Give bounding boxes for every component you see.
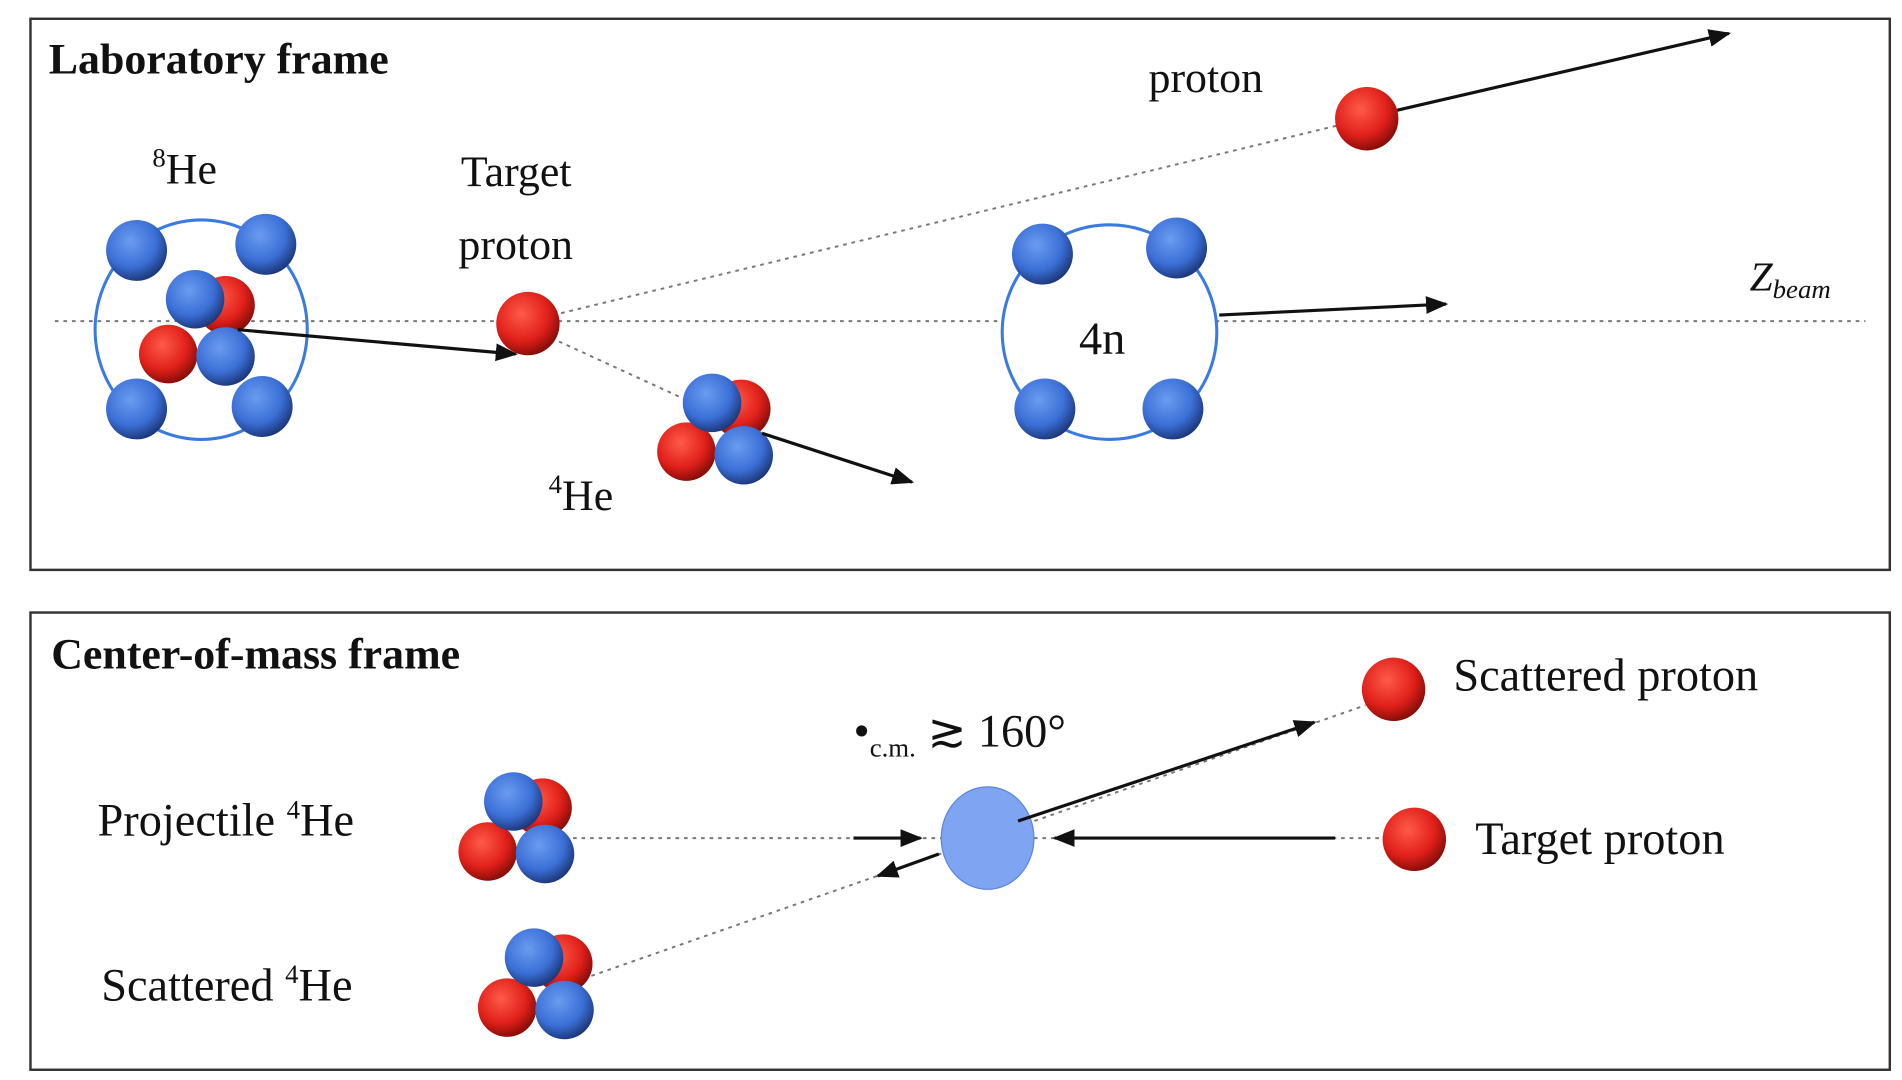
four-n-label: 4n bbox=[1079, 314, 1125, 365]
he4-arrow bbox=[761, 431, 915, 485]
laboratory-frame-panel: Laboratory frame 8He Target proton proto… bbox=[29, 17, 1892, 572]
scattered-proton-arrow bbox=[1017, 720, 1317, 823]
four-n-arrow bbox=[1219, 296, 1449, 317]
lab-frame-title: Laboratory frame bbox=[49, 36, 389, 84]
scattered-he4-arrow bbox=[875, 852, 940, 878]
cm-target-proton-ball bbox=[1382, 807, 1447, 872]
target-proton-ball bbox=[496, 291, 560, 356]
collision-region bbox=[940, 786, 1035, 890]
scattered-he4-nucleus bbox=[477, 928, 594, 1040]
he4-trajectory bbox=[527, 326, 720, 416]
target-proton-label-line1: Target bbox=[461, 148, 572, 196]
he4-label: 4He bbox=[549, 469, 614, 520]
cm-target-proton-label: Target proton bbox=[1475, 814, 1724, 865]
projectile-he4-label: Projectile 4He bbox=[98, 795, 355, 847]
center-of-mass-frame-panel: Center-of-mass frame Projectile 4He Scat… bbox=[29, 611, 1892, 1071]
z-beam-label: Zbeam bbox=[1750, 254, 1831, 304]
target-proton-label-line2: proton bbox=[458, 221, 573, 269]
cm-angle-label: •c.m. ≳ 160° bbox=[853, 707, 1065, 763]
scattered-proton-ball bbox=[1335, 87, 1399, 151]
proton-trajectory bbox=[527, 117, 1366, 323]
he8-nucleus bbox=[93, 213, 309, 441]
four-neutron-system bbox=[1000, 217, 1219, 441]
scattered-proton-label: Scattered proton bbox=[1453, 651, 1758, 702]
cm-frame-title: Center-of-mass frame bbox=[51, 631, 460, 679]
proton-label: proton bbox=[1149, 54, 1264, 102]
beam-arrow bbox=[237, 328, 518, 362]
he4-nucleus bbox=[657, 373, 773, 485]
projectile-he4-nucleus bbox=[458, 772, 575, 884]
proton-arrow bbox=[1396, 29, 1732, 112]
cm-scattered-proton-ball bbox=[1361, 657, 1426, 722]
he8-label: 8He bbox=[152, 142, 217, 193]
scattered-he4-label: Scattered 4He bbox=[101, 959, 352, 1011]
